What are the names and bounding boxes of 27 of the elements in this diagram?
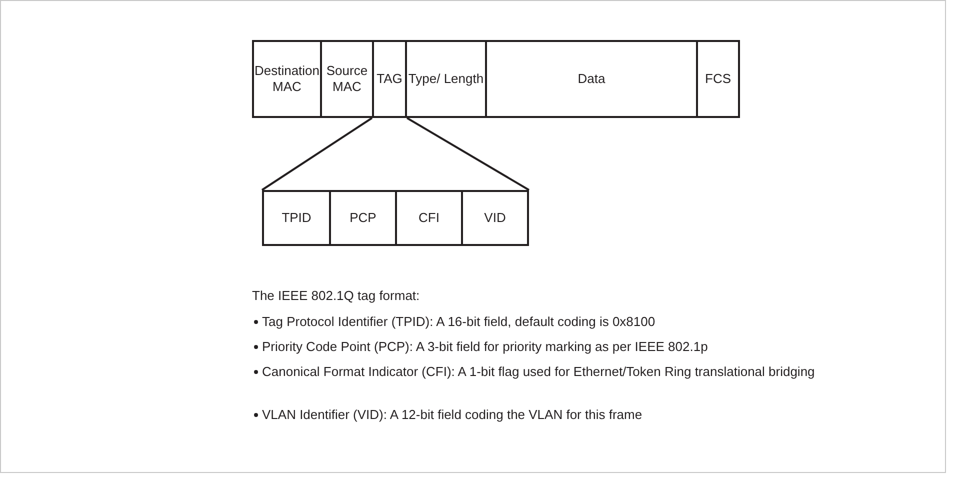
frame-field-box — [252, 40, 322, 118]
tag-subfield-box — [262, 190, 331, 246]
field-name: Destination MAC — [254, 63, 320, 95]
tag-subfield-box — [461, 190, 529, 246]
bullet-text: Canonical Format Indicator (CFI): A 1-bit flag used for Ethernet/Token Ring translational bridging — [262, 363, 816, 380]
bullet-text: VLAN Identifier (VID): A 12-bit field coding the VLAN for this frame — [262, 406, 644, 423]
frame-field-box — [485, 40, 698, 118]
field-name: Type/ Length — [408, 71, 484, 87]
field-name: Data — [578, 71, 606, 87]
frame-field-box — [696, 40, 740, 118]
heading-text: The IEEE 802.1Q tag format: — [252, 287, 420, 304]
bullet-text: Tag Protocol Identifier (TPID): A 16-bit field, default coding is 0x8100 — [262, 313, 656, 330]
expansion-line — [261, 117, 373, 191]
field-name: VID — [484, 210, 506, 226]
bullet-text: Priority Code Point (PCP): A 3-bit field for priority marking as per IEEE 802.1p — [262, 338, 709, 355]
frame-field-box — [405, 40, 487, 118]
frame-field-box — [320, 40, 374, 118]
field-name: PCP — [350, 210, 376, 226]
frame-field-box — [372, 40, 407, 118]
field-name: TPID — [282, 210, 312, 226]
tag-subfield-box — [329, 190, 397, 246]
expansion-line — [406, 117, 530, 191]
field-name: Source MAC — [325, 63, 369, 95]
field-name: TAG — [376, 71, 402, 87]
tag-subfield-box — [395, 190, 463, 246]
field-name: CFI — [418, 210, 440, 226]
field-name: FCS — [705, 71, 731, 87]
